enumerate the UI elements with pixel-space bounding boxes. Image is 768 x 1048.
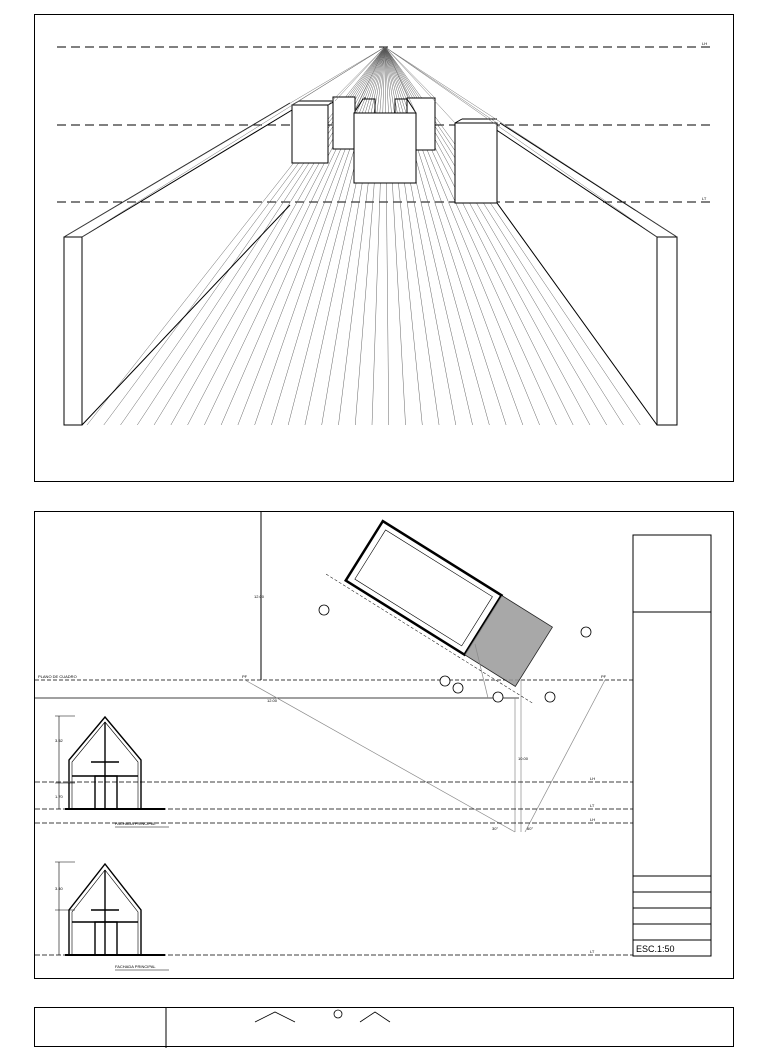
floor-ray: [254, 46, 386, 426]
vanishing-ray: [353, 46, 386, 114]
floor-ray: [384, 46, 473, 426]
floor-ray: [287, 46, 386, 426]
floor-ray: [384, 46, 490, 426]
elev2-h1: 3.40: [55, 886, 64, 891]
label-lt2: LT: [590, 949, 595, 954]
vanishing-ray: [384, 46, 678, 238]
elevation-2: [55, 861, 165, 956]
floor-ray: [237, 46, 386, 426]
angle-right: 60°: [527, 826, 533, 831]
label-pf-left: PF: [242, 674, 248, 679]
label-lt: LT: [702, 196, 707, 201]
floor-ray: [384, 46, 389, 426]
vanishing-ray: [384, 46, 417, 114]
elev1-h2: 1.70: [55, 794, 64, 799]
vanishing-ray: [384, 46, 498, 124]
floor-ray: [271, 46, 386, 426]
right-wall: [494, 122, 678, 426]
floor-rays: [86, 46, 658, 426]
title-block: [632, 534, 712, 957]
construction-lines: [244, 643, 606, 833]
angle-left: 30°: [492, 826, 498, 831]
perspective-setup-sheet: 12.00 PLANO DE CUADRO PF PF 12.00: [34, 511, 734, 979]
floor-ray: [384, 46, 440, 426]
label-plano-cuadro: PLANO DE CUADRO: [38, 674, 77, 679]
vanishing-ray: [384, 46, 456, 124]
perspective-drawing: LH LT: [57, 41, 711, 426]
elev1-h1: 3.52: [55, 738, 64, 743]
floor-ray: [384, 46, 423, 426]
dim-vertical: 12.00: [254, 594, 265, 599]
elev2-caption: FACHADA PRINCIPAL: [115, 964, 156, 969]
floor-ray: [371, 46, 386, 426]
label-lt1: LT: [590, 803, 595, 808]
next-sheet-partial: [34, 1007, 734, 1048]
floor-ray: [355, 46, 386, 426]
label-lh1: LH: [590, 776, 595, 781]
floor-ray: [384, 46, 524, 426]
vanishing-ray: [63, 46, 386, 238]
floor-ray: [304, 46, 386, 426]
vanishing-rays: [63, 46, 678, 238]
label-lh2: LH: [590, 817, 595, 822]
back-blocks: [291, 96, 498, 204]
floor-ray: [321, 46, 386, 426]
elev1-caption: FACHADA PRINCIPAL: [115, 821, 156, 826]
vanishing-ray: [327, 46, 386, 106]
floor-ray: [220, 46, 386, 426]
label-lh: LH: [702, 41, 707, 46]
scale-label: ESC.1:50: [636, 944, 675, 954]
floor-ray: [384, 46, 406, 426]
vanishing-ray: [384, 46, 436, 99]
floor-ray: [384, 46, 457, 426]
elevation-1: [55, 715, 165, 810]
label-pf-right: PF: [601, 674, 607, 679]
next-sheet-drawing: [165, 1008, 391, 1048]
vanishing-ray: [334, 46, 386, 102]
floor-ray: [338, 46, 386, 426]
plan-markers: [318, 604, 592, 703]
dim-horizontal: 12.00: [267, 698, 278, 703]
rotated-plan: [325, 519, 553, 705]
setup-drawing: 12.00 PLANO DE CUADRO PF PF 12.00: [35, 512, 712, 971]
vanishing-ray: [384, 46, 658, 238]
floor-ray: [384, 46, 507, 426]
dim-observer: 10.00: [518, 756, 529, 761]
perspective-sheet: LH LT: [34, 14, 734, 482]
vanishing-ray: [291, 46, 386, 106]
